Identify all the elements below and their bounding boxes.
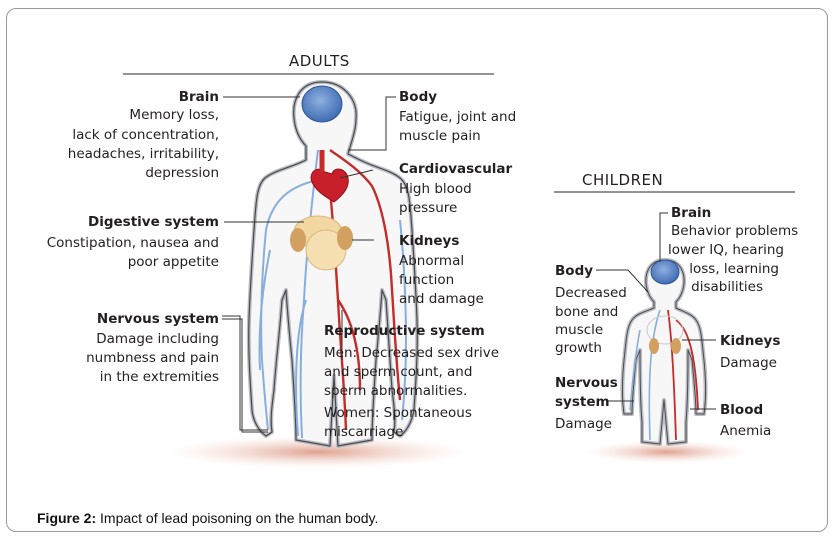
- adult-digestive-line-2: poor appetite: [128, 253, 219, 271]
- child-brain-line-3: loss, learning: [689, 260, 779, 278]
- adult-reproductive-women-1: Women: Spontaneous: [324, 404, 472, 422]
- adult-reproductive-title: Reproductive system: [324, 322, 485, 340]
- adult-kidney-left: [290, 228, 306, 252]
- adult-nervous-title: Nervous system: [97, 310, 219, 328]
- adult-cardio-line-2: pressure: [399, 199, 457, 217]
- adult-cardio-title: Cardiovascular: [399, 160, 512, 178]
- children-heading: CHILDREN: [582, 171, 663, 189]
- child-kidney-left: [649, 338, 659, 354]
- adult-brain-title: Brain: [179, 88, 219, 106]
- child-brain-line-2: lower IQ, hearing: [668, 241, 784, 259]
- child-brain-organ: [651, 260, 679, 284]
- adult-body-line-2: muscle pain: [399, 127, 481, 145]
- adult-kidneys-line-2: function: [399, 271, 454, 289]
- child-brain-line-1: Behavior problems: [671, 222, 798, 240]
- adult-reproductive-women-2: miscarriage: [324, 423, 403, 441]
- adult-digestive-title: Digestive system: [88, 213, 219, 231]
- child-nervous-line-1: Damage: [555, 415, 612, 433]
- child-brain-line-4: disabilities: [691, 278, 763, 296]
- child-nervous-title-2: system: [555, 393, 610, 411]
- adult-nervous-line-2: numbness and pain: [86, 349, 219, 367]
- adult-kidneys-line-3: and damage: [399, 290, 484, 308]
- child-kidneys-line-1: Damage: [720, 354, 777, 372]
- figure-caption: Figure 2: Impact of lead poisoning on th…: [37, 510, 378, 526]
- child-brain-title: Brain: [671, 204, 711, 222]
- caption-label: Figure 2:: [37, 510, 96, 526]
- child-body-title: Body: [555, 262, 593, 280]
- adult-brain-line-4: depression: [145, 164, 219, 182]
- adults-heading: ADULTS: [289, 52, 350, 70]
- caption-text: Impact of lead poisoning on the human bo…: [96, 510, 378, 526]
- adult-reproductive-men-3: sperm abnormalities.: [324, 382, 467, 400]
- adult-body-line-1: Fatigue, joint and: [399, 108, 516, 126]
- child-body-line-3: muscle: [555, 321, 603, 339]
- adult-reproductive-men-2: and sperm count, and: [324, 363, 472, 381]
- adult-kidney-right: [337, 226, 353, 250]
- adult-brain-organ: [302, 86, 342, 122]
- child-body-line-4: growth: [555, 339, 602, 357]
- child-blood-line-1: Anemia: [720, 422, 771, 440]
- adult-brain-line-1: Memory loss,: [129, 106, 219, 124]
- child-blood-title: Blood: [720, 401, 763, 419]
- child-body-line-1: Decreased: [555, 284, 627, 302]
- adult-kidneys-line-1: Abnormal: [399, 252, 464, 270]
- child-nervous-title-1: Nervous: [555, 374, 618, 392]
- adult-body-title: Body: [399, 88, 437, 106]
- adult-digestive-line-1: Constipation, nausea and: [47, 234, 219, 252]
- adult-reproductive-men-1: Men: Decreased sex drive: [324, 344, 499, 362]
- child-kidneys-title: Kidneys: [720, 332, 780, 350]
- child-kidney-right: [671, 338, 681, 354]
- adult-kidneys-title: Kidneys: [399, 232, 459, 250]
- adult-brain-line-2: lack of concentration,: [72, 126, 219, 144]
- adult-cardio-line-1: High blood: [399, 180, 472, 198]
- adult-brain-line-3: headaches, irritability,: [68, 145, 219, 163]
- child-body-line-2: bone and: [555, 303, 618, 321]
- adult-nervous-line-3: in the extremities: [100, 368, 219, 386]
- adult-nervous-line-1: Damage including: [96, 330, 219, 348]
